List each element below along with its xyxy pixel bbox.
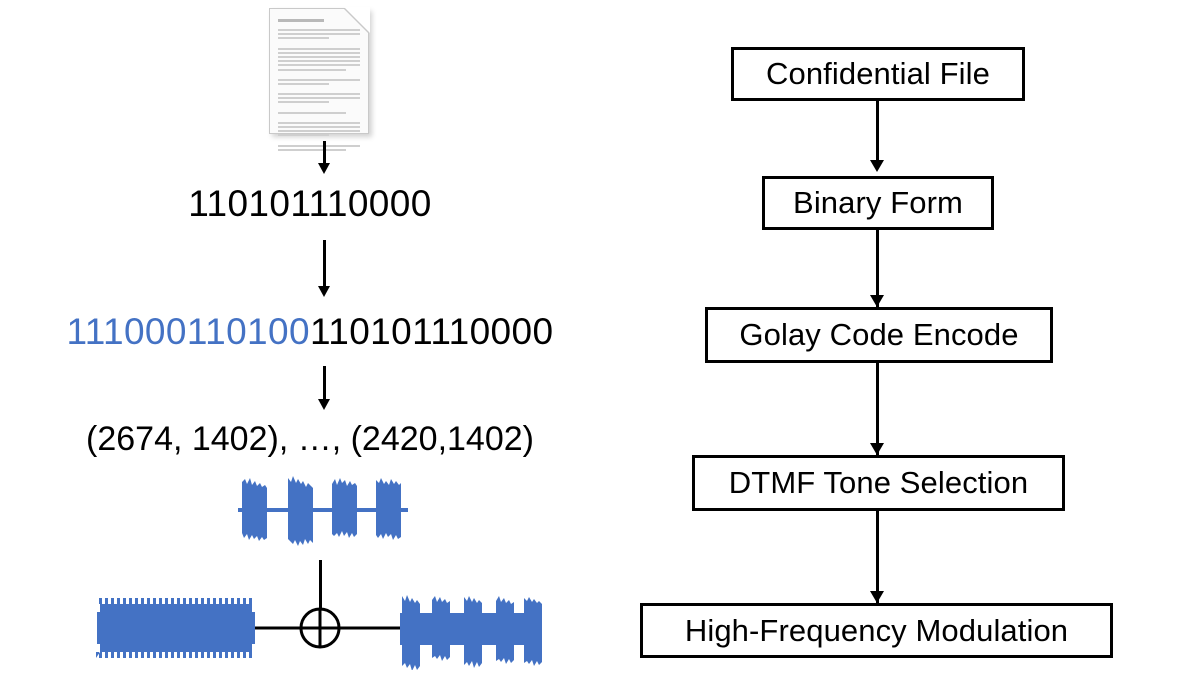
flow-connector-3 (876, 363, 879, 455)
document-paragraph (278, 111, 360, 116)
high-frequency-carrier-waveform (96, 598, 255, 658)
golay-message-bits: 110101110000 (310, 311, 554, 352)
left-pipeline-panel: 110101110000 111000110100110101110000 (2… (0, 7, 620, 670)
right-flowchart-panel: Confidential File Binary Form Golay Code… (620, 0, 1200, 675)
arrow-doc-to-binary (323, 141, 326, 165)
tone-pairs-value: (2674, 1402), …, (2420,1402) (86, 420, 534, 458)
flow-step-label: Golay Code Encode (739, 317, 1019, 352)
arrow-doc-to-binary-head (318, 163, 330, 174)
arrow-binary-to-encoded (323, 240, 326, 288)
flow-connector-2 (876, 230, 879, 308)
golay-encoded-text: 111000110100110101110000 (0, 311, 620, 353)
document-paragraph (278, 144, 360, 153)
binary-digits: 110101110000 (188, 183, 432, 224)
dtmf-tone-burst-waveform (238, 476, 408, 546)
flow-connector-1-head (870, 160, 884, 172)
document-paragraph (278, 78, 360, 87)
flow-step-binary-form[interactable]: Binary Form (762, 176, 994, 230)
document-paragraph (278, 29, 360, 42)
arrow-encoded-to-tones (323, 366, 326, 401)
document-fold-corner (344, 7, 370, 33)
flow-step-label: DTMF Tone Selection (728, 465, 1029, 500)
confidential-document-icon (269, 7, 370, 151)
dtmf-tone-pairs-text: (2674, 1402), …, (2420,1402) (0, 420, 620, 459)
binary-form-text: 110101110000 (0, 183, 620, 225)
document-paragraph (278, 121, 360, 139)
flow-step-confidential-file[interactable]: Confidential File (731, 47, 1025, 101)
flow-connector-1 (876, 101, 879, 162)
document-paragraph (278, 93, 360, 106)
arrow-encoded-to-tones-head (318, 399, 330, 410)
flow-step-label: Confidential File (766, 56, 990, 91)
flow-step-golay-code-encode[interactable]: Golay Code Encode (705, 307, 1053, 363)
flow-step-label: Binary Form (793, 185, 963, 220)
flow-connector-3-head (870, 443, 884, 455)
golay-parity-bits: 111000110100 (66, 311, 310, 352)
arrow-tones-to-xor (319, 560, 322, 610)
modulated-output-waveform (400, 595, 542, 670)
document-paragraph (278, 47, 360, 73)
flow-connector-4-head (870, 591, 884, 603)
document-title-line (278, 19, 324, 22)
flow-step-label: High-Frequency Modulation (684, 612, 1069, 648)
flow-connector-2-head (870, 295, 884, 307)
arrow-binary-to-encoded-head (318, 286, 330, 297)
document-body-text (278, 19, 360, 159)
flow-connector-4 (876, 511, 879, 603)
flow-step-dtmf-tone-selection[interactable]: DTMF Tone Selection (692, 455, 1065, 511)
flow-step-high-frequency-modulation[interactable]: High-Frequency Modulation (640, 603, 1113, 658)
